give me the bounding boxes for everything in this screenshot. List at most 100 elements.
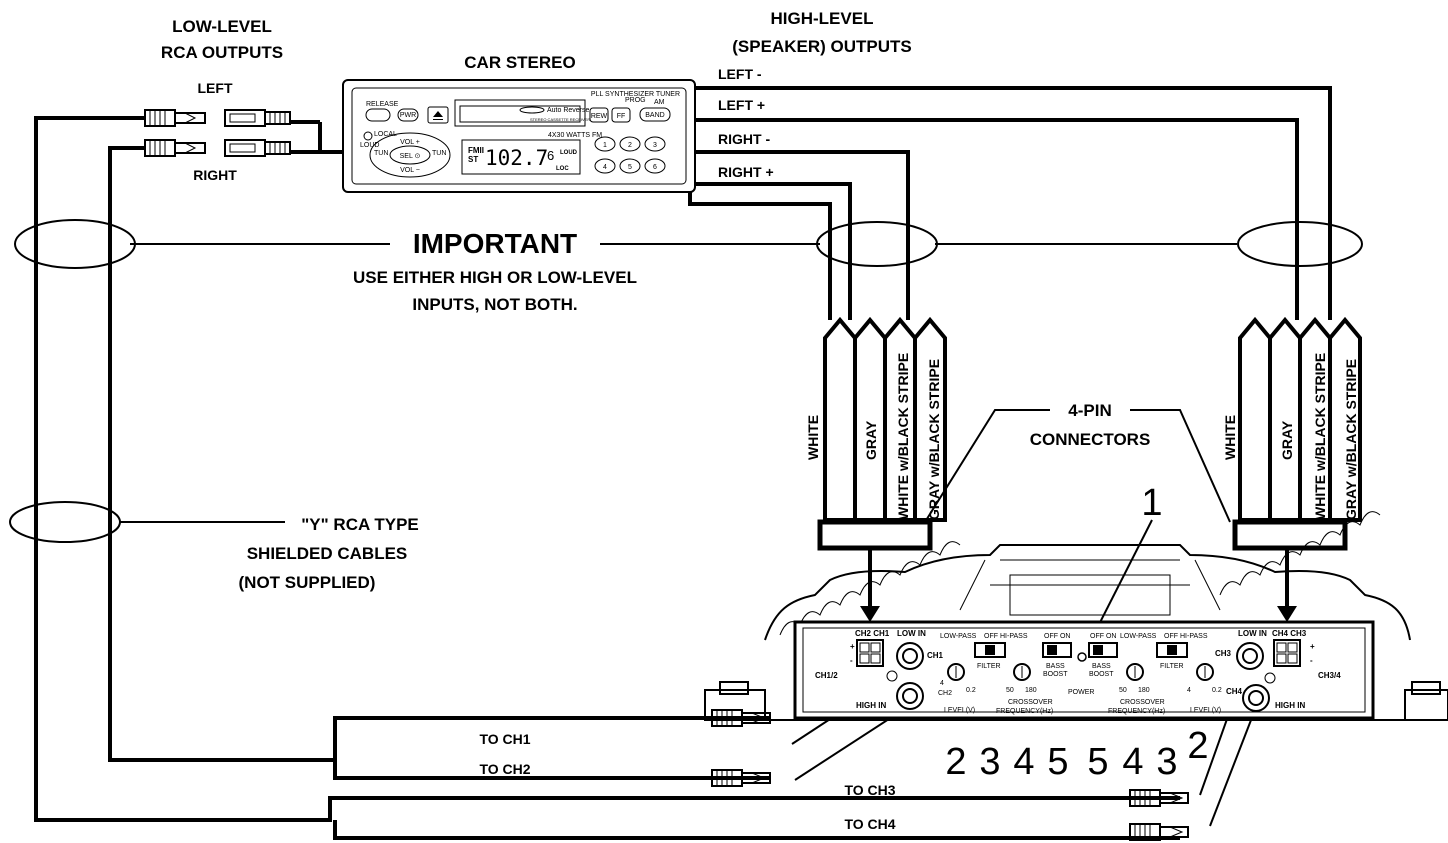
rca-plug-right-inner <box>224 139 291 157</box>
wire-color-gray-stripe-ch12: GRAY w/BLACK STRIPE <box>926 359 942 520</box>
ff-button[interactable] <box>611 107 631 123</box>
stereo-tuner-label: PLL SYNTHESIZER TUNER <box>591 91 680 98</box>
callout-3-left: 3 <box>979 741 1000 783</box>
right-minus-label: RIGHT - <box>718 131 770 147</box>
band-button[interactable] <box>639 107 671 122</box>
use-either-label-2: INPUTS, NOT BOTH. <box>412 295 577 314</box>
release-button[interactable] <box>365 108 391 122</box>
bass-boost-switch-ch34[interactable] <box>1088 642 1118 658</box>
stereo-release-label: RELEASE <box>366 101 399 108</box>
preset-6-button[interactable] <box>644 158 666 174</box>
preset-5-button[interactable] <box>619 158 641 174</box>
low-in-label-right: LOW IN <box>1238 629 1267 638</box>
ff-label: FF <box>617 113 626 120</box>
level-02-left: 0.2 <box>966 687 976 694</box>
preset-6-label: 6 <box>653 164 657 171</box>
radio-display <box>461 139 581 175</box>
callout-2-right: 2 <box>1187 725 1208 767</box>
preset-buttons: 1 2 3 4 5 6 <box>594 136 666 174</box>
heatsink-fins-left <box>779 541 961 636</box>
freq-180-right: 180 <box>1138 687 1150 694</box>
off-label-right: OFF <box>1164 633 1178 640</box>
right-plus-label: RIGHT + <box>718 164 774 180</box>
bass-off-on-left: OFF ON <box>1044 633 1070 640</box>
boost-label-left: BOOST <box>1043 671 1068 678</box>
callout-1: 1 <box>1141 482 1162 524</box>
high-level-label-2: (SPEAKER) OUTPUTS <box>732 37 911 56</box>
stereo-rca-trunk <box>318 122 345 154</box>
rca-right-label: RIGHT <box>193 167 237 183</box>
preset-1-button[interactable] <box>594 136 616 152</box>
display-loud: LOUD <box>560 150 578 156</box>
power-led <box>1077 652 1087 662</box>
tun-right-label: TUN <box>432 150 446 157</box>
level-knob-ch34[interactable] <box>1196 663 1214 681</box>
crossover-knob-ch12[interactable] <box>1013 663 1031 681</box>
ch4-jack-label: CH4 <box>1226 687 1243 696</box>
low-level-label-2: RCA OUTPUTS <box>161 43 283 62</box>
ch2-rca-jack[interactable] <box>896 682 924 710</box>
rca-left-label: LEFT <box>198 80 233 96</box>
car-stereo-label: CAR STEREO <box>464 53 575 72</box>
to-ch1-wire <box>110 716 770 762</box>
ch12-high-in-connector[interactable] <box>856 639 884 667</box>
preset-2-label: 2 <box>628 142 632 149</box>
level-ch2-label: CH2 <box>938 690 952 697</box>
preset-3-button[interactable] <box>644 136 666 152</box>
display-preset: 6 <box>547 148 554 163</box>
ch4-rca-jack[interactable] <box>1242 684 1270 712</box>
volume-knob[interactable] <box>369 132 451 178</box>
frequency-label-left: FREQUENCY(Hz) <box>996 708 1053 715</box>
level-knob-ch12[interactable] <box>947 663 965 681</box>
left-plus-label: LEFT + <box>718 97 765 113</box>
callout-2-left: 2 <box>945 741 966 783</box>
high-in-label-left: HIGH IN <box>856 701 886 710</box>
high-in-label-right: HIGH IN <box>1275 701 1305 710</box>
ch12-label: CH1/2 <box>815 671 838 680</box>
ch1-rca-jack[interactable] <box>896 642 924 670</box>
heatsink-outline <box>764 544 1411 641</box>
crossover-knob-ch34[interactable] <box>1126 663 1144 681</box>
preset-4-button[interactable] <box>594 158 616 174</box>
to-ch4-wire <box>333 820 1180 840</box>
amplifier: CH2 CH1 + - CH1/2 HIGH IN LOW IN CH1 4 C… <box>704 511 1448 721</box>
ch34-high-in-connector[interactable] <box>1273 639 1301 667</box>
left-plus-wire <box>695 118 1299 320</box>
rca-plug-to-ch2 <box>711 769 771 787</box>
ch34-label: CH3/4 <box>1318 671 1341 680</box>
frequency-label-right: FREQUENCY(Hz) <box>1108 708 1165 715</box>
callout-5-left: 5 <box>1047 741 1068 783</box>
sel-button[interactable] <box>389 145 431 165</box>
harness-ch34 <box>1232 316 1362 622</box>
display-band: FMII <box>468 146 484 155</box>
ch3-rca-jack[interactable] <box>1236 642 1264 670</box>
ch3-jack-label: CH3 <box>1215 649 1232 658</box>
eject-button[interactable] <box>427 106 449 124</box>
high-level-label-1: HIGH-LEVEL <box>771 9 874 28</box>
y-cable-label-1: "Y" RCA TYPE <box>301 515 419 534</box>
watts-label: 4X30 WATTS <box>548 132 590 139</box>
prog-label: PROG <box>625 97 646 104</box>
low-in-label-left: LOW IN <box>897 629 926 638</box>
y-cable-label-2: SHIELDED CABLES <box>247 544 408 563</box>
auto-reverse-icon <box>519 106 545 114</box>
stereo-ground-wire <box>688 190 832 320</box>
rew-button[interactable] <box>589 107 609 123</box>
ch1-jack-label: CH1 <box>927 651 944 660</box>
filter-switch-ch34[interactable] <box>1156 642 1188 658</box>
pwr-button[interactable] <box>397 108 419 122</box>
filter-switch-ch12[interactable] <box>974 642 1006 658</box>
wire-color-white-ch12: WHITE <box>805 415 821 460</box>
preset-2-button[interactable] <box>619 136 641 152</box>
rew-label: REW <box>591 113 608 120</box>
lowpass-label-right: LOW-PASS <box>1120 633 1157 640</box>
bass-boost-switch-ch12[interactable] <box>1042 642 1072 658</box>
pwr-label: PWR <box>400 112 416 119</box>
crossover-label-right: CROSSOVER <box>1120 699 1165 706</box>
auto-reverse-label: Auto Reverse <box>547 107 590 114</box>
ch34-minus-label: - <box>1310 656 1313 665</box>
amp-end-panel <box>793 620 1375 720</box>
rca-plug-to-ch3 <box>1129 789 1189 807</box>
ground-screw-left <box>886 670 898 682</box>
loud-button[interactable] <box>363 131 373 141</box>
